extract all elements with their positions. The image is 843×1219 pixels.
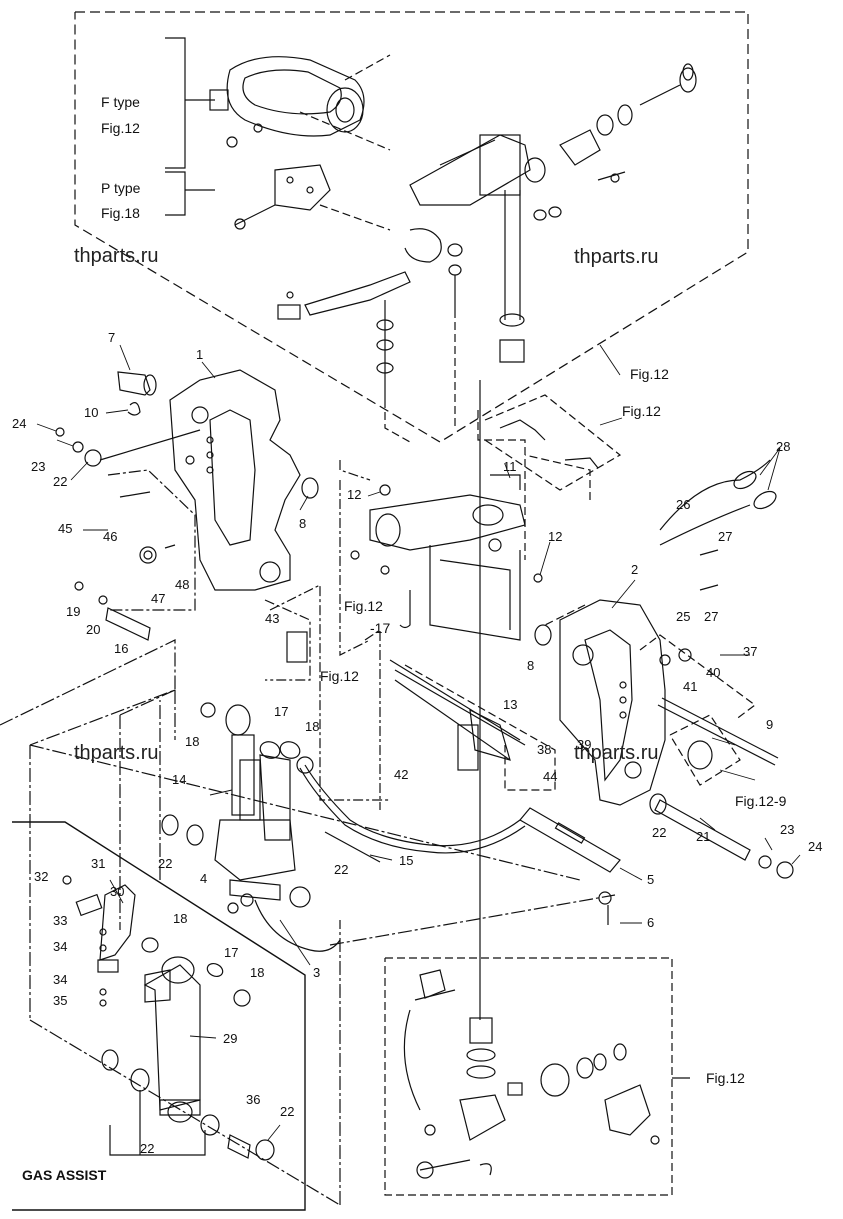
fig-ref-label: Fig.12 xyxy=(320,668,359,684)
callout-33: 33 xyxy=(53,913,68,928)
callout-22: 22 xyxy=(652,825,667,840)
callout-20: 20 xyxy=(86,622,101,637)
callout-47: 47 xyxy=(151,591,166,606)
callout-13: 13 xyxy=(503,697,518,712)
callout-23: 23 xyxy=(31,459,46,474)
callout-10: 10 xyxy=(84,405,99,420)
callout-34: 34 xyxy=(53,972,68,987)
watermark-text: thparts.ru xyxy=(74,742,159,764)
gas-assist-label: GAS ASSIST xyxy=(22,1167,107,1183)
callout-48: 48 xyxy=(175,577,190,592)
callout-1: 1 xyxy=(196,347,204,362)
callout-36: 36 xyxy=(246,1092,261,1107)
p-type-plate-icon xyxy=(234,164,331,230)
callout-30: 30 xyxy=(110,884,125,899)
f-type-label: F type xyxy=(101,94,140,110)
callout-18: 18 xyxy=(305,719,320,734)
callout-32: 32 xyxy=(34,869,49,884)
lower-steering-parts-icon xyxy=(403,969,660,1179)
callout-46: 46 xyxy=(103,529,118,544)
callout-18: 18 xyxy=(250,965,265,980)
callout-17: 17 xyxy=(274,704,289,719)
callout-39: 39 xyxy=(577,737,592,752)
callout-22: 22 xyxy=(334,862,349,877)
callout-12: 12 xyxy=(347,487,362,502)
fig-ref-p: Fig.18 xyxy=(101,205,140,221)
watermark-text: thparts.ru xyxy=(574,742,659,764)
callout-3: 3 xyxy=(313,965,321,980)
bottom-fig12-frame xyxy=(384,957,673,1196)
callout-31: 31 xyxy=(91,856,106,871)
callout-16: 16 xyxy=(114,641,129,656)
callout-5: 5 xyxy=(647,872,655,887)
callout-37: 37 xyxy=(743,644,758,659)
tilt-cylinder-icon xyxy=(161,704,311,914)
callout-11: 11 xyxy=(503,459,517,474)
callout-7: 7 xyxy=(108,330,116,345)
callout-34: 34 xyxy=(53,939,68,954)
callout-38: 38 xyxy=(537,742,552,757)
watermark-text: thparts.ru xyxy=(74,245,159,267)
f-type-handle-icon xyxy=(209,56,365,148)
callout-28: 28 xyxy=(776,439,791,454)
callout-15: 15 xyxy=(399,853,414,868)
callout-41: 41 xyxy=(683,679,698,694)
callout-22: 22 xyxy=(53,474,68,489)
fig-ref-label: Fig.12-9 xyxy=(735,793,787,809)
fig-ref-label: Fig.12 xyxy=(344,598,383,614)
callout-14: 14 xyxy=(172,772,187,787)
swivel-bracket-icon xyxy=(369,494,526,641)
part-number-label: -17 xyxy=(370,620,391,636)
callout-4: 4 xyxy=(200,871,208,886)
callout-9: 9 xyxy=(766,717,774,732)
fig-ref-f: Fig.12 xyxy=(101,120,140,136)
callout-8: 8 xyxy=(527,658,535,673)
callout-24: 24 xyxy=(808,839,823,854)
callout-29: 29 xyxy=(223,1031,238,1046)
callout-42: 42 xyxy=(394,767,409,782)
callout-45: 45 xyxy=(58,521,73,536)
callout-22: 22 xyxy=(280,1104,295,1119)
callout-40: 40 xyxy=(706,665,721,680)
callout-22: 22 xyxy=(140,1141,155,1156)
callout-19: 19 xyxy=(66,604,81,619)
callout-25: 25 xyxy=(676,609,691,624)
callout-44: 44 xyxy=(543,769,558,784)
right-clamp-bracket-icon xyxy=(559,599,666,806)
watermark-text: thparts.ru xyxy=(574,246,659,268)
fig-ref-label: Fig.12 xyxy=(706,1070,745,1086)
callout-17: 17 xyxy=(224,945,239,960)
callout-24: 24 xyxy=(12,416,27,431)
top-dashed-frame xyxy=(74,11,749,443)
steering-linkage-icon xyxy=(277,243,463,400)
callout-43: 43 xyxy=(265,611,280,626)
p-type-label: P type xyxy=(101,180,141,196)
callout-22: 22 xyxy=(158,856,173,871)
callout-18: 18 xyxy=(185,734,200,749)
callout-12: 12 xyxy=(548,529,563,544)
callout-27: 27 xyxy=(718,529,733,544)
callout-8: 8 xyxy=(299,516,307,531)
callout-6: 6 xyxy=(647,915,655,930)
callout-26: 26 xyxy=(676,497,691,512)
fig-ref-label: Fig.12 xyxy=(622,403,661,419)
steering-arm-icon xyxy=(404,63,697,363)
fig-ref-label: Fig.12 xyxy=(630,366,669,382)
bolt-7-icon xyxy=(117,371,157,396)
callout-21: 21 xyxy=(696,829,711,844)
callout-27: 27 xyxy=(704,609,719,624)
gas-assist-frame xyxy=(12,821,306,1211)
gas-assist-cylinder-icon xyxy=(62,875,275,1161)
callout-35: 35 xyxy=(53,993,68,1008)
callout-23: 23 xyxy=(780,822,795,837)
callout-2: 2 xyxy=(631,562,639,577)
callout-18: 18 xyxy=(173,911,188,926)
left-clamp-bracket-icon xyxy=(169,369,301,591)
